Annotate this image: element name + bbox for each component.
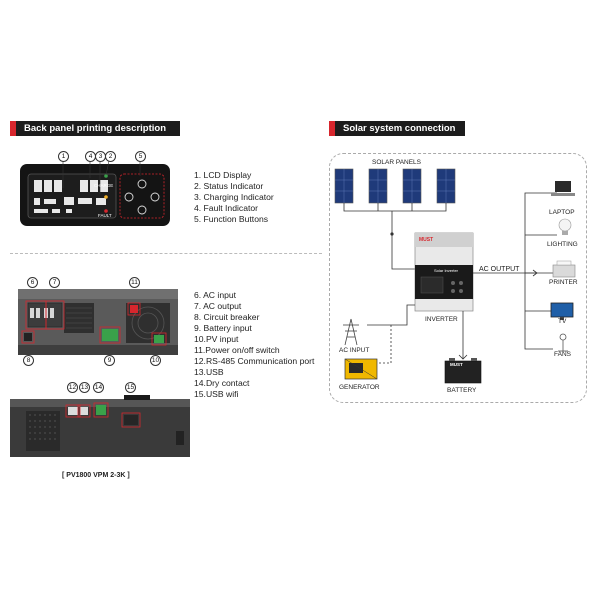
right-button bbox=[150, 192, 160, 202]
callout-2: 2 bbox=[105, 151, 116, 162]
solar-panel-icon bbox=[368, 168, 388, 204]
up-button bbox=[137, 179, 147, 189]
pv-wiring bbox=[343, 203, 447, 270]
callout-8: 8 bbox=[23, 355, 34, 366]
section-divider bbox=[10, 253, 322, 254]
power-tower-icon bbox=[343, 318, 359, 346]
callout-11: 11 bbox=[129, 277, 140, 288]
down-button bbox=[137, 205, 147, 215]
legend-item: 12.RS-485 Communication port bbox=[194, 356, 315, 366]
legend-item: 2. Status Indicator bbox=[194, 181, 264, 191]
fault-label: FAULT bbox=[98, 213, 112, 218]
callout-6: 6 bbox=[27, 277, 38, 288]
status-led bbox=[104, 174, 108, 178]
battery-terminal bbox=[102, 329, 118, 341]
rs485-port bbox=[68, 407, 78, 415]
generator-icon bbox=[344, 358, 378, 380]
callout-15: 15 bbox=[125, 382, 136, 393]
ac-input-label: AC INPUT bbox=[339, 347, 370, 354]
bottom-panel-diagram bbox=[18, 289, 178, 355]
battery-wiring bbox=[458, 311, 468, 360]
callout-7: 7 bbox=[49, 277, 60, 288]
circuit-breaker bbox=[24, 333, 32, 341]
inverter-label: INVERTER bbox=[425, 316, 458, 323]
solar-connection-header-text: Solar system connection bbox=[343, 123, 456, 134]
generator-wiring bbox=[377, 325, 392, 364]
function-button-group bbox=[119, 173, 165, 219]
battery-brand: MUST bbox=[450, 362, 463, 367]
lightbulb-icon bbox=[558, 218, 572, 235]
legend-item: 11.Power on/off switch bbox=[194, 345, 280, 355]
legend-item: 14.Dry contact bbox=[194, 378, 250, 388]
load-printer-label: PRINTER bbox=[549, 279, 578, 286]
side-ports-diagram bbox=[10, 395, 190, 457]
battery-icon bbox=[444, 358, 482, 384]
legend-item: 9. Battery input bbox=[194, 323, 252, 333]
connection-diagram bbox=[334, 168, 576, 384]
charge-led bbox=[104, 195, 108, 199]
load-lighting-label: LIGHTING bbox=[547, 241, 578, 248]
solar-panel-array bbox=[334, 168, 456, 204]
legend-item: 4. Fault Indicator bbox=[194, 203, 259, 213]
ac-output-label: AC OUTPUT bbox=[479, 266, 520, 273]
legend-item: 15.USB wifi bbox=[194, 389, 239, 399]
left-button bbox=[124, 192, 134, 202]
callout-12: 12 bbox=[67, 382, 78, 393]
inverter-brand: MUST bbox=[419, 237, 434, 243]
fan-icon bbox=[558, 333, 568, 352]
legend-item: 7. AC output bbox=[194, 301, 242, 311]
legend-item: 8. Circuit breaker bbox=[194, 312, 260, 322]
lcd-segments bbox=[34, 180, 108, 213]
usb-wifi-dongle bbox=[124, 395, 150, 400]
load-fans-label: FANS bbox=[554, 351, 571, 358]
laptop-icon bbox=[551, 181, 575, 196]
charge-label: CHARGE bbox=[94, 183, 114, 188]
back-panel-header-text: Back panel printing description bbox=[24, 123, 166, 134]
legend-top: 1. LCD Display 2. Status Indicator 3. Ch… bbox=[194, 170, 274, 225]
solar-panels-label: SOLAR PANELS bbox=[372, 159, 422, 166]
model-caption: [ PV1800 VPM 2-3K ] bbox=[62, 472, 130, 479]
ac-output-wiring bbox=[473, 192, 557, 350]
load-tv-label: TV bbox=[558, 318, 567, 325]
battery-label: BATTERY bbox=[447, 387, 477, 394]
fault-led bbox=[104, 209, 108, 213]
printer-icon bbox=[552, 260, 576, 278]
pv-terminal bbox=[154, 335, 164, 343]
callout-1: 1 bbox=[58, 151, 69, 162]
legend-item: 6. AC input bbox=[194, 290, 237, 300]
legend-item: 3. Charging Indicator bbox=[194, 192, 274, 202]
legend-item: 1. LCD Display bbox=[194, 170, 252, 180]
solar-panel-icon bbox=[436, 168, 456, 204]
ac-input-wiring bbox=[367, 304, 415, 326]
callout-9: 9 bbox=[104, 355, 115, 366]
solar-panel-icon bbox=[402, 168, 422, 204]
legend-item: 5. Function Buttons bbox=[194, 214, 269, 224]
back-panel-header: Back panel printing description bbox=[10, 121, 180, 136]
system-frame bbox=[329, 153, 587, 403]
usb-port bbox=[80, 407, 88, 415]
inverter-badge: Solar Inverter bbox=[434, 268, 459, 273]
front-panel-diagram bbox=[20, 155, 170, 226]
callout-5: 5 bbox=[135, 151, 146, 162]
inverter-unit bbox=[414, 232, 474, 312]
callout-10: 10 bbox=[150, 355, 161, 366]
solar-panel-icon bbox=[334, 168, 354, 204]
solar-connection-header: Solar system connection bbox=[329, 121, 465, 136]
callout-13: 13 bbox=[79, 382, 90, 393]
tv-icon bbox=[550, 302, 574, 320]
callout-14: 14 bbox=[93, 382, 104, 393]
legend-item: 13.USB bbox=[194, 367, 224, 377]
power-switch bbox=[130, 305, 138, 313]
vent-grille bbox=[26, 411, 60, 451]
load-laptop-label: LAPTOP bbox=[549, 209, 575, 216]
legend-item: 10.PV input bbox=[194, 334, 239, 344]
dry-contact bbox=[96, 405, 106, 415]
generator-label: GENERATOR bbox=[339, 384, 380, 391]
legend-mid: 6. AC input 7. AC output 8. Circuit brea… bbox=[194, 290, 314, 400]
